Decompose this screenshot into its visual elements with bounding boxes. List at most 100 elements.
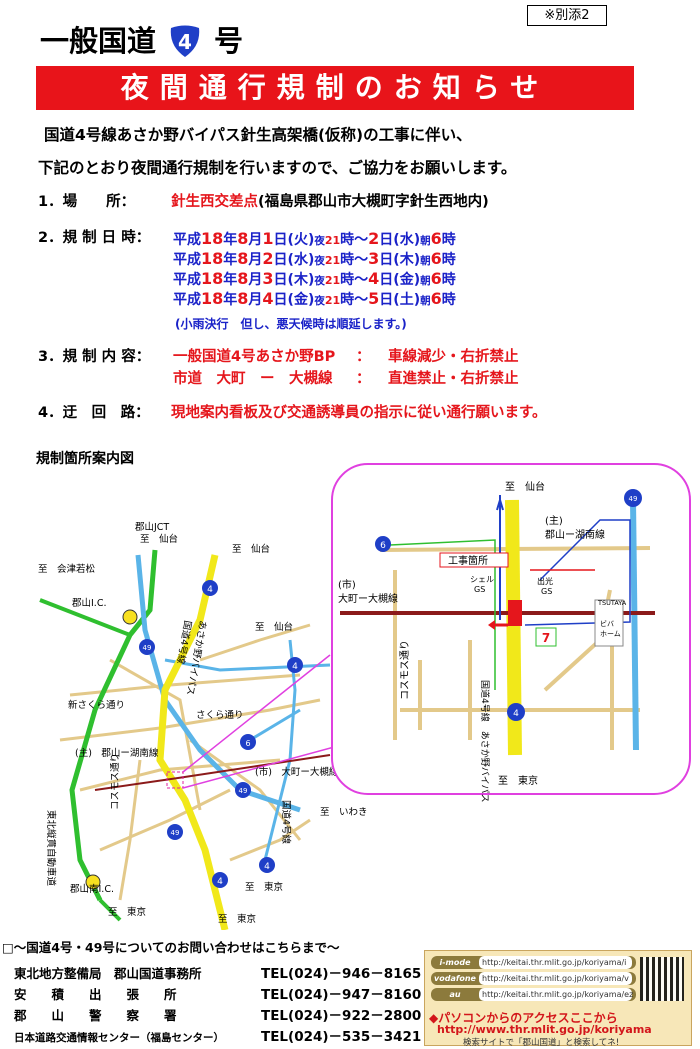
label-tokyo-c: 至 東京 [218, 913, 256, 925]
place-row: 1．場 所：針生西交差点(福島県郡山市大槻町字針生西地内) [38, 192, 489, 212]
inset-work-site: 工事箇所 [448, 554, 488, 567]
contact-row: 郡 山 警 察 署 TEL(024)－922－2800 [14, 1004, 421, 1024]
schedule-date-1: 平成18年8月1日(火)夜21時～2日(水)朝6時 [173, 229, 456, 248]
label-tokyo-a: 至 東京 [245, 881, 283, 893]
contact-heading: □～国道4号・49号についてのお問い合わせはこちらまで～ [2, 940, 340, 955]
inset-city-a: (市) [338, 578, 356, 591]
appendix-label: ※別添2 [527, 5, 607, 26]
map-title: 規制箇所案内図 [36, 451, 134, 467]
website-url[interactable]: http://www.thr.mlit.go.jp/koriyama [437, 1023, 652, 1036]
contact-tel: TEL(024)－946－8165 [261, 966, 422, 982]
label-aizu: 至 会津若松 [38, 563, 96, 575]
schedule-date-4: 平成18年8月4日(金)夜21時～5日(土)朝6時 [173, 289, 456, 308]
inset-asakano: 国道4号線 あさか野バイパス [479, 680, 491, 803]
schedule-date-2: 平成18年8月2日(水)夜21時～3日(木)朝6時 [173, 249, 456, 268]
contact-name: 東北地方整備局 郡山国道事務所 [14, 966, 202, 981]
label-sendai-c: 至 仙台 [255, 621, 293, 633]
label-minami-ic: 郡山南I.C. [70, 883, 114, 895]
inset-work-zone [508, 600, 522, 626]
place-red: 針生西交差点 [171, 194, 258, 210]
content-row-2: 市道 大町 ー 大槻線：直進禁止・右折禁止 [173, 371, 519, 387]
content-row-1: 一般国道4号あさか野BP：車線減少・右折禁止 [173, 349, 519, 365]
contact-tel: TEL(024)－947－8160 [261, 987, 422, 1003]
inset-sendai: 至 仙台 [505, 480, 545, 493]
shield-6a: 6 [245, 739, 250, 748]
label-tokyo-b: 至 東京 [108, 906, 146, 918]
schedule-date-3: 平成18年8月3日(木)夜21時～4日(金)朝6時 [173, 269, 456, 288]
shield-49a: 49 [143, 644, 152, 652]
label-ic: 郡山I.C. [72, 598, 106, 609]
contact-row: 東北地方整備局 郡山国道事務所 TEL(024)－946－8165 [14, 962, 421, 982]
inset-main-b: 郡山ー湖南線 [545, 528, 605, 541]
work-site-box [439, 552, 509, 568]
schedule-label: 2．規 制 日 時： [38, 230, 151, 246]
intro-line-1: 国道4号線あさか野バイパス針生高架橋(仮称)の工事に伴い、 [44, 126, 472, 144]
inset-cosmos: コスモス通り [399, 640, 411, 700]
label-sakura: さくら通り [196, 710, 244, 721]
expressway-line [69, 549, 158, 902]
shield-4a: 4 [207, 585, 213, 595]
contact-tel: TEL(024)－535－3421 [261, 1029, 422, 1045]
inset-idemitsu-a: 出光 [537, 576, 553, 586]
inset-shield-6: 6 [380, 541, 386, 551]
schedule-note: (小雨決行 但し、悪天候時は順延します。) [175, 317, 407, 331]
contact-name: 安 積 出 張 所 [14, 987, 177, 1002]
inset-home-b: ホーム [600, 630, 621, 638]
notice-banner: 夜間通行規制のお知らせ [36, 66, 634, 110]
city-road-line [94, 754, 331, 791]
detour-label: 4．迂 回 路： [38, 405, 150, 421]
page-title: 一般国道 4 号 [40, 22, 243, 60]
pc-access: ◆パソコンからのアクセスここから [429, 1011, 618, 1025]
place-value: (福島県郡山市大槻町字針生西地内) [258, 194, 489, 210]
label-r4-bp: 国道4号線 [280, 800, 292, 845]
label-iwaki: 至 いわき [320, 807, 368, 818]
overview-labels: 郡山JCT 至 仙台 至 仙台 至 会津若松 郡山I.C. 至 仙台 新さくら通… [38, 522, 368, 925]
koriyama-minami-ic-icon [85, 874, 101, 890]
inset-labels: 至 仙台 至 東京 (主) 郡山ー湖南線 (市) 大町ー大槻線 工事箇所 シェル… [338, 480, 627, 803]
seven-text: 7 [542, 631, 550, 645]
route-4-shield-icon: 4 [168, 24, 202, 58]
inset-tsutaya: TSUTAYA [597, 599, 627, 607]
inset-shell-b: GS [474, 585, 485, 594]
contact-row: 日本道路交通情報センター（福島センター） TEL(024)－535－3421 [14, 1025, 421, 1045]
contact-name: 日本道路交通情報センター（福島センター） [14, 1032, 224, 1044]
inset-tokyo: 至 東京 [498, 774, 538, 787]
site-marker [166, 771, 184, 789]
route-shields: 4 49 4 6 49 49 4 4 [139, 580, 303, 888]
inset-shield-49: 49 [629, 495, 638, 503]
inset-shield-4: 4 [513, 709, 519, 719]
inset-map: 7 6 49 4 [340, 489, 655, 756]
inset-idemitsu-b: GS [541, 587, 552, 596]
koriyama-ic-icon [122, 609, 138, 625]
route-map: 4 49 4 6 49 49 4 4 郡山JCT 至 仙台 至 仙台 至 会津若… [38, 463, 691, 930]
inset-shell-a: シェル [470, 575, 494, 584]
route-4-number: 4 [178, 30, 192, 54]
shield-49c: 49 [171, 829, 180, 837]
viva-home-box [594, 599, 624, 647]
inset-main-a: (主) [545, 515, 563, 527]
shield-4d: 4 [217, 877, 223, 887]
intro-line-2: 下記のとおり夜間通行規制を行いますので、ご協力をお願いします。 [38, 159, 517, 177]
shield-4c: 4 [264, 862, 270, 872]
label-city-road: (市) 大町ー大槻線 [255, 766, 339, 778]
shield-4b: 4 [292, 662, 298, 672]
contact-name: 郡 山 警 察 署 [14, 1008, 177, 1023]
label-tohoku-exp: 東北縦貫自動車道 [45, 810, 57, 887]
label-main-road: (主) 郡山ー湖南線 [75, 747, 159, 759]
contact-tel: TEL(024)－922－2800 [261, 1008, 422, 1024]
detour-value: 現地案内看板及び交通誘導員の指示に従い通行願います。 [171, 405, 547, 421]
label-jct: 郡山JCT [135, 522, 169, 533]
seven-eleven-icon [535, 627, 557, 647]
label-shin-sakura: 新さくら通り [68, 699, 125, 711]
inset-home-a: ビバ [600, 619, 614, 628]
title-suffix: 号 [214, 24, 244, 58]
label-sendai-a: 至 仙台 [140, 533, 178, 545]
label-cosmos: コスモス通り [110, 753, 121, 810]
qr-code-icon [640, 957, 684, 1001]
label-sendai-b: 至 仙台 [232, 543, 270, 555]
title-prefix: 一般国道 [40, 24, 157, 58]
